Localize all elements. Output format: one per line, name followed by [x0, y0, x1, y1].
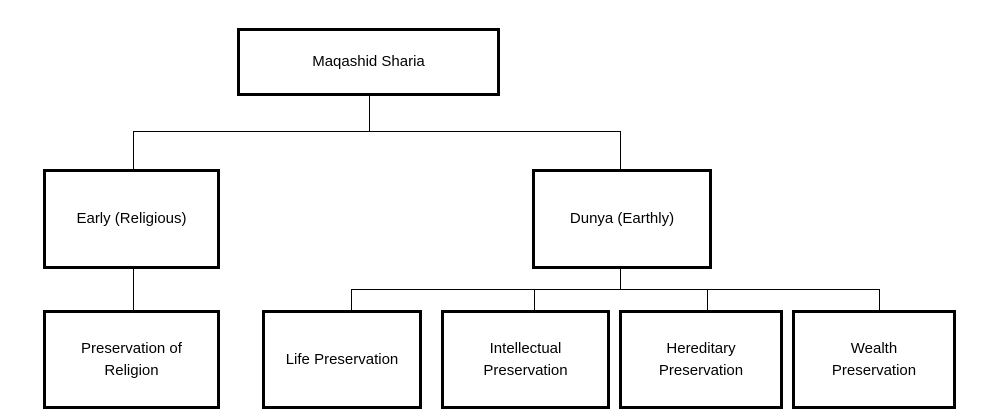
node-label: Preservation of Religion	[81, 339, 182, 379]
connector-early-to-religion	[133, 268, 134, 310]
node-intellectual-preservation: Intellectual Preservation	[441, 310, 610, 409]
node-label: Maqashid Sharia	[312, 53, 425, 70]
connector-to-hereditary	[707, 289, 708, 310]
connector-root-horizontal	[133, 131, 621, 132]
node-life-preservation: Life Preservation	[262, 310, 422, 409]
node-label: Life Preservation	[285, 350, 399, 368]
connector-to-dunya	[620, 131, 621, 169]
node-label: Early (Religious)	[76, 210, 187, 227]
connector-to-wealth	[879, 289, 880, 310]
node-preservation-of-religion: Preservation of Religion	[43, 310, 220, 409]
node-label: Wealth Preservation	[831, 339, 917, 379]
node-early-religious: Early (Religious)	[43, 169, 220, 269]
connector-to-early	[133, 131, 134, 169]
connector-dunya-down	[620, 268, 621, 289]
node-dunya-earthly: Dunya (Earthly)	[532, 169, 712, 269]
node-label: Intellectual Preservation	[483, 339, 568, 379]
node-label: Hereditary Preservation	[658, 339, 744, 379]
connector-root-down	[369, 95, 370, 131]
node-hereditary-preservation: Hereditary Preservation	[619, 310, 783, 409]
node-maqashid-sharia: Maqashid Sharia	[237, 28, 500, 96]
connector-dunya-horizontal	[351, 289, 880, 290]
connector-to-life	[351, 289, 352, 310]
connector-to-intellectual	[534, 289, 535, 310]
node-label: Dunya (Earthly)	[569, 210, 675, 227]
node-wealth-preservation: Wealth Preservation	[792, 310, 956, 409]
